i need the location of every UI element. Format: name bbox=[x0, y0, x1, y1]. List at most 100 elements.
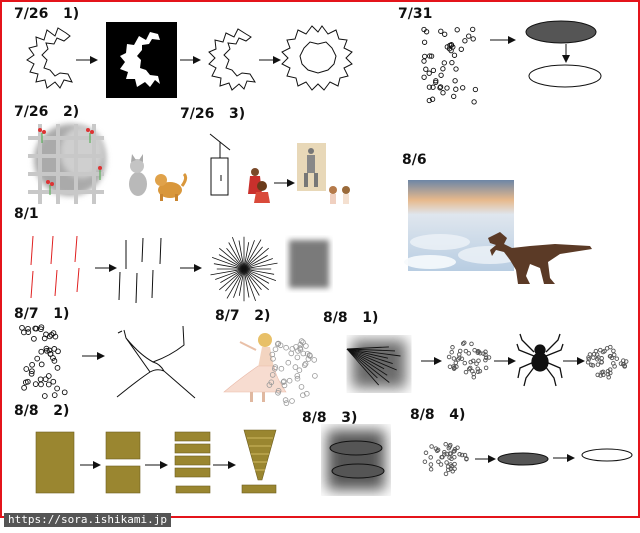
dot-cluster bbox=[422, 441, 469, 477]
dot bbox=[459, 452, 465, 458]
blurred-square bbox=[289, 240, 329, 288]
dot bbox=[294, 354, 301, 361]
dot bbox=[22, 379, 29, 386]
dot-cluster bbox=[585, 344, 629, 380]
dot bbox=[460, 85, 466, 91]
fan-line bbox=[346, 348, 390, 383]
dot bbox=[591, 355, 596, 360]
dot bbox=[436, 459, 441, 464]
fan-line bbox=[346, 348, 393, 365]
dot bbox=[444, 85, 450, 91]
dancer-icon bbox=[223, 333, 287, 402]
dot bbox=[457, 452, 462, 457]
dot bbox=[50, 330, 57, 336]
fan-line bbox=[346, 348, 397, 371]
dot bbox=[611, 348, 616, 354]
dot bbox=[289, 398, 295, 404]
dot bbox=[429, 96, 436, 102]
dot bbox=[590, 363, 596, 368]
dot bbox=[457, 352, 462, 357]
dot bbox=[483, 365, 489, 371]
dot bbox=[31, 335, 37, 342]
dot bbox=[38, 361, 45, 368]
blurred-square bbox=[327, 430, 385, 490]
dot bbox=[286, 377, 293, 384]
dot bbox=[448, 466, 454, 472]
dot bbox=[604, 346, 610, 351]
dot bbox=[451, 356, 457, 361]
label-8-8-2: 8/8 2) bbox=[14, 403, 70, 419]
dot bbox=[55, 348, 61, 355]
dot bbox=[453, 66, 459, 72]
dot bbox=[285, 359, 292, 366]
dot bbox=[449, 349, 454, 355]
dot bbox=[442, 452, 447, 457]
fan-line bbox=[346, 348, 378, 379]
dot bbox=[475, 369, 481, 375]
label-8-1: 8/1 bbox=[14, 206, 39, 222]
dot bbox=[43, 347, 50, 354]
dot bbox=[296, 367, 303, 374]
dot bbox=[275, 389, 281, 396]
dot bbox=[298, 338, 305, 344]
dot bbox=[266, 382, 273, 388]
dot bbox=[61, 389, 68, 396]
dot bbox=[595, 362, 601, 367]
dot bbox=[25, 325, 31, 332]
dot bbox=[43, 345, 50, 352]
dot bbox=[41, 393, 48, 399]
dot bbox=[275, 340, 282, 347]
dot bbox=[457, 348, 463, 354]
dot bbox=[38, 381, 44, 388]
dot bbox=[454, 364, 459, 369]
dot bbox=[599, 360, 604, 365]
dot bbox=[429, 444, 434, 449]
dot bbox=[433, 79, 439, 86]
label-8-8-3: 8/8 3) bbox=[302, 410, 358, 426]
robot-poster-icon bbox=[297, 143, 350, 204]
dot bbox=[428, 53, 435, 59]
radiating-line bbox=[210, 262, 278, 276]
dot bbox=[446, 445, 452, 451]
dot bbox=[426, 70, 432, 76]
dot bbox=[474, 361, 479, 366]
dot bbox=[428, 455, 433, 460]
fan-line bbox=[346, 348, 380, 386]
dot bbox=[421, 26, 427, 33]
dot bbox=[452, 78, 458, 84]
dot bbox=[54, 385, 60, 392]
site-url-footer[interactable]: https://sora.ishikami.jp bbox=[4, 513, 171, 527]
dot bbox=[453, 86, 459, 92]
dot-cluster bbox=[421, 26, 479, 105]
girl-figure-icon bbox=[248, 168, 270, 203]
cat-icon bbox=[129, 154, 147, 196]
dot bbox=[444, 460, 449, 465]
dot bbox=[486, 355, 492, 360]
label-7-26-2: 7/26 2) bbox=[14, 104, 80, 120]
tornado-outline bbox=[116, 325, 196, 399]
dot bbox=[440, 66, 446, 72]
dot bbox=[283, 344, 289, 351]
dot bbox=[475, 349, 481, 354]
dot bbox=[446, 354, 452, 360]
dot bbox=[50, 355, 56, 361]
dot bbox=[25, 329, 32, 335]
dot bbox=[470, 358, 476, 364]
dot bbox=[421, 74, 427, 80]
dot bbox=[428, 467, 434, 472]
dot bbox=[423, 450, 429, 456]
dot bbox=[19, 324, 25, 331]
dot bbox=[471, 99, 477, 105]
dot bbox=[466, 33, 472, 39]
label-7-26-1: 7/26 1) bbox=[14, 6, 80, 22]
dot bbox=[464, 456, 469, 462]
dot bbox=[462, 38, 468, 44]
dot bbox=[298, 384, 305, 390]
dot bbox=[460, 341, 466, 346]
dot bbox=[28, 370, 35, 377]
dot-cluster bbox=[266, 338, 318, 406]
dot bbox=[463, 369, 469, 375]
dot bbox=[440, 90, 446, 96]
dot bbox=[51, 358, 58, 364]
dot bbox=[483, 357, 488, 363]
